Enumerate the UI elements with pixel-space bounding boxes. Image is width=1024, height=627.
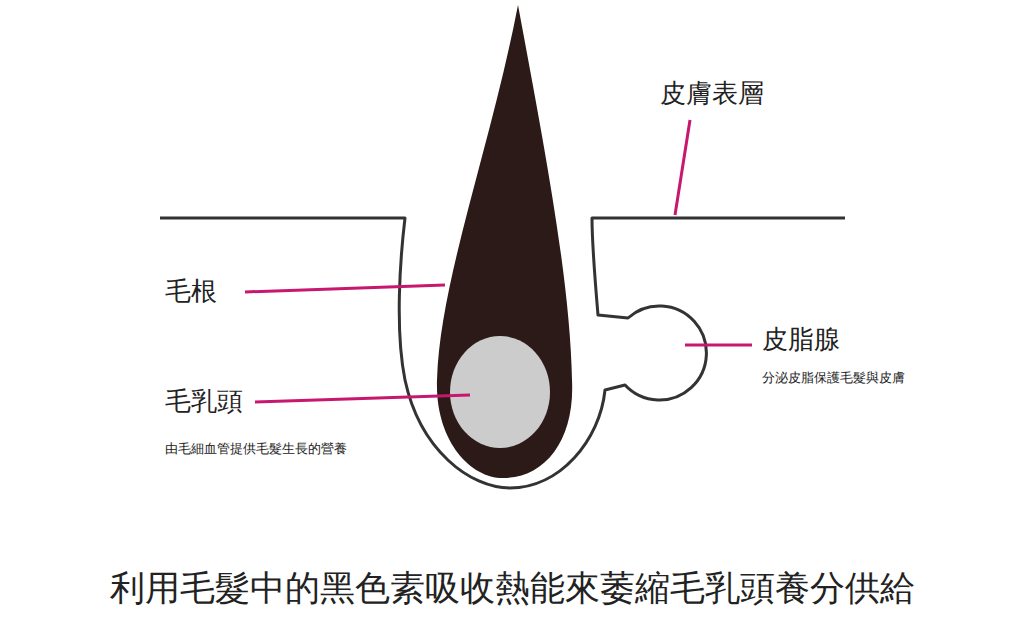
part-label: 皮膚表層 xyxy=(660,78,764,109)
leader-line xyxy=(245,285,445,292)
note-label: 由毛細血管提供毛髮生長的營養 xyxy=(165,441,347,457)
leader-lines xyxy=(245,120,752,402)
leader-line xyxy=(675,120,690,215)
caption: 利用毛髮中的黑色素吸收熱能來萎縮毛乳頭養分供給 xyxy=(110,567,915,609)
part-label: 皮脂腺 xyxy=(762,324,840,355)
part-label: 毛根 xyxy=(165,276,217,307)
leader-line xyxy=(255,395,470,402)
papilla xyxy=(450,336,550,448)
leader-line xyxy=(685,344,752,347)
part-label: 毛乳頭 xyxy=(165,386,243,417)
hair-shaft xyxy=(437,5,572,478)
note-label: 分泌皮脂保護毛髮與皮膚 xyxy=(762,370,905,386)
